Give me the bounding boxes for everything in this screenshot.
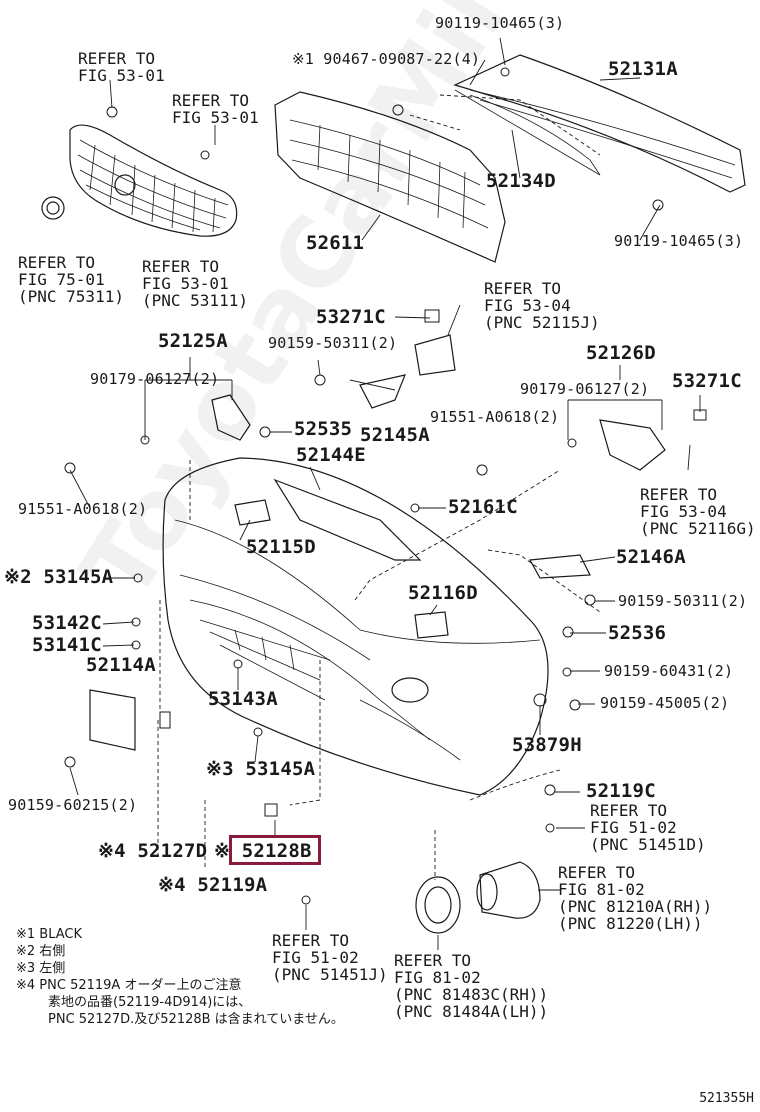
reference-note: REFER TO FIG 53-01	[172, 91, 259, 127]
grille-part	[41, 124, 238, 237]
reference-note: REFER TO FIG 81-02 (PNC 81210A(RH)) (PNC…	[558, 863, 713, 933]
footnote: 素地の品番(52119-4D914)には、	[48, 995, 252, 1010]
reference-note: REFER TO FIG 53-01	[78, 49, 165, 85]
reference-note: REFER TO FIG 53-04 (PNC 52116G)	[640, 485, 756, 538]
part-label: ※3 53145A	[206, 758, 316, 780]
part-label: ※ 52128B	[214, 840, 312, 862]
footnote: ※1 BLACK	[16, 927, 83, 942]
part-label: 52115D	[246, 536, 316, 558]
part-label: ※4 52119A	[158, 874, 268, 896]
reinforcement-part	[453, 54, 746, 193]
part-label: 53271C	[672, 370, 742, 392]
reference-note: REFER TO FIG 75-01 (PNC 75311)	[18, 253, 124, 306]
part-label: 90119-10465(3)	[614, 232, 744, 250]
reference-note: REFER TO FIG 51-02 (PNC 51451D)	[590, 801, 706, 854]
fog-lamp-parts	[415, 861, 541, 934]
footnotes: ※1 BLACK ※2 右側 ※3 左側 ※4 PNC 52119A オーダー上…	[16, 926, 376, 1028]
part-label: 52536	[608, 622, 667, 644]
part-label: 90159-45005(2)	[600, 694, 730, 712]
part-label: 53142C	[32, 612, 102, 634]
part-label: 52144E	[296, 444, 366, 466]
part-label: 52145A	[360, 424, 430, 446]
footnote: ※2 右側	[16, 944, 66, 959]
part-label: 52114A	[86, 654, 156, 676]
part-label: 52611	[306, 232, 365, 254]
part-label: 52146A	[616, 546, 686, 568]
part-label: 90119-10465(3)	[435, 14, 565, 32]
figure-code: 521355H	[699, 1091, 754, 1106]
part-label: 90159-50311(2)	[268, 334, 398, 352]
part-label: 52161C	[448, 496, 518, 518]
part-label: ※4 52127D	[98, 840, 208, 862]
part-label: 53271C	[316, 306, 386, 328]
reference-note: REFER TO FIG 53-04 (PNC 52115J)	[484, 279, 600, 332]
absorber-part	[274, 91, 506, 263]
part-label: 53879H	[512, 734, 582, 756]
part-label: 52116D	[408, 582, 478, 604]
part-label: 90159-60215(2)	[8, 796, 138, 814]
leader-lines	[69, 37, 701, 950]
bumper-cover	[162, 457, 549, 796]
footnote: ※4 PNC 52119A オーダー上のご注意	[16, 978, 242, 993]
part-label: 52131A	[608, 58, 678, 80]
part-label: 90159-60431(2)	[604, 662, 734, 680]
footnote: PNC 52127D.及び52128B は含まれていません。	[48, 1012, 344, 1027]
part-label: 52535	[294, 418, 353, 440]
highlight-box-52128B[interactable]	[229, 835, 321, 865]
part-label: 91551-A0618(2)	[18, 500, 148, 518]
reference-note: REFER TO FIG 53-01 (PNC 53111)	[142, 257, 248, 310]
reference-note: REFER TO FIG 81-02 (PNC 81483C(RH)) (PNC…	[394, 951, 549, 1021]
bracket-parts	[89, 334, 666, 751]
part-label: 90159-50311(2)	[618, 592, 748, 610]
footnote: ※3 左側	[16, 961, 66, 976]
part-label: 52126D	[586, 342, 656, 364]
part-label: 90179-06127(2)	[90, 370, 220, 388]
part-label: 53143A	[208, 688, 278, 710]
part-label: 52119C	[586, 780, 656, 802]
part-label: 52134D	[486, 170, 556, 192]
part-label: 52125A	[158, 330, 228, 352]
part-label: ※2 53145A	[4, 566, 114, 588]
part-label: 90179-06127(2)	[520, 380, 650, 398]
reference-note: REFER TO FIG 51-02 (PNC 51451J)	[272, 931, 388, 984]
part-label: 53141C	[32, 634, 102, 656]
part-label: 91551-A0618(2)	[430, 408, 560, 426]
part-label: ※1 90467-09087-22(4)	[292, 50, 481, 68]
